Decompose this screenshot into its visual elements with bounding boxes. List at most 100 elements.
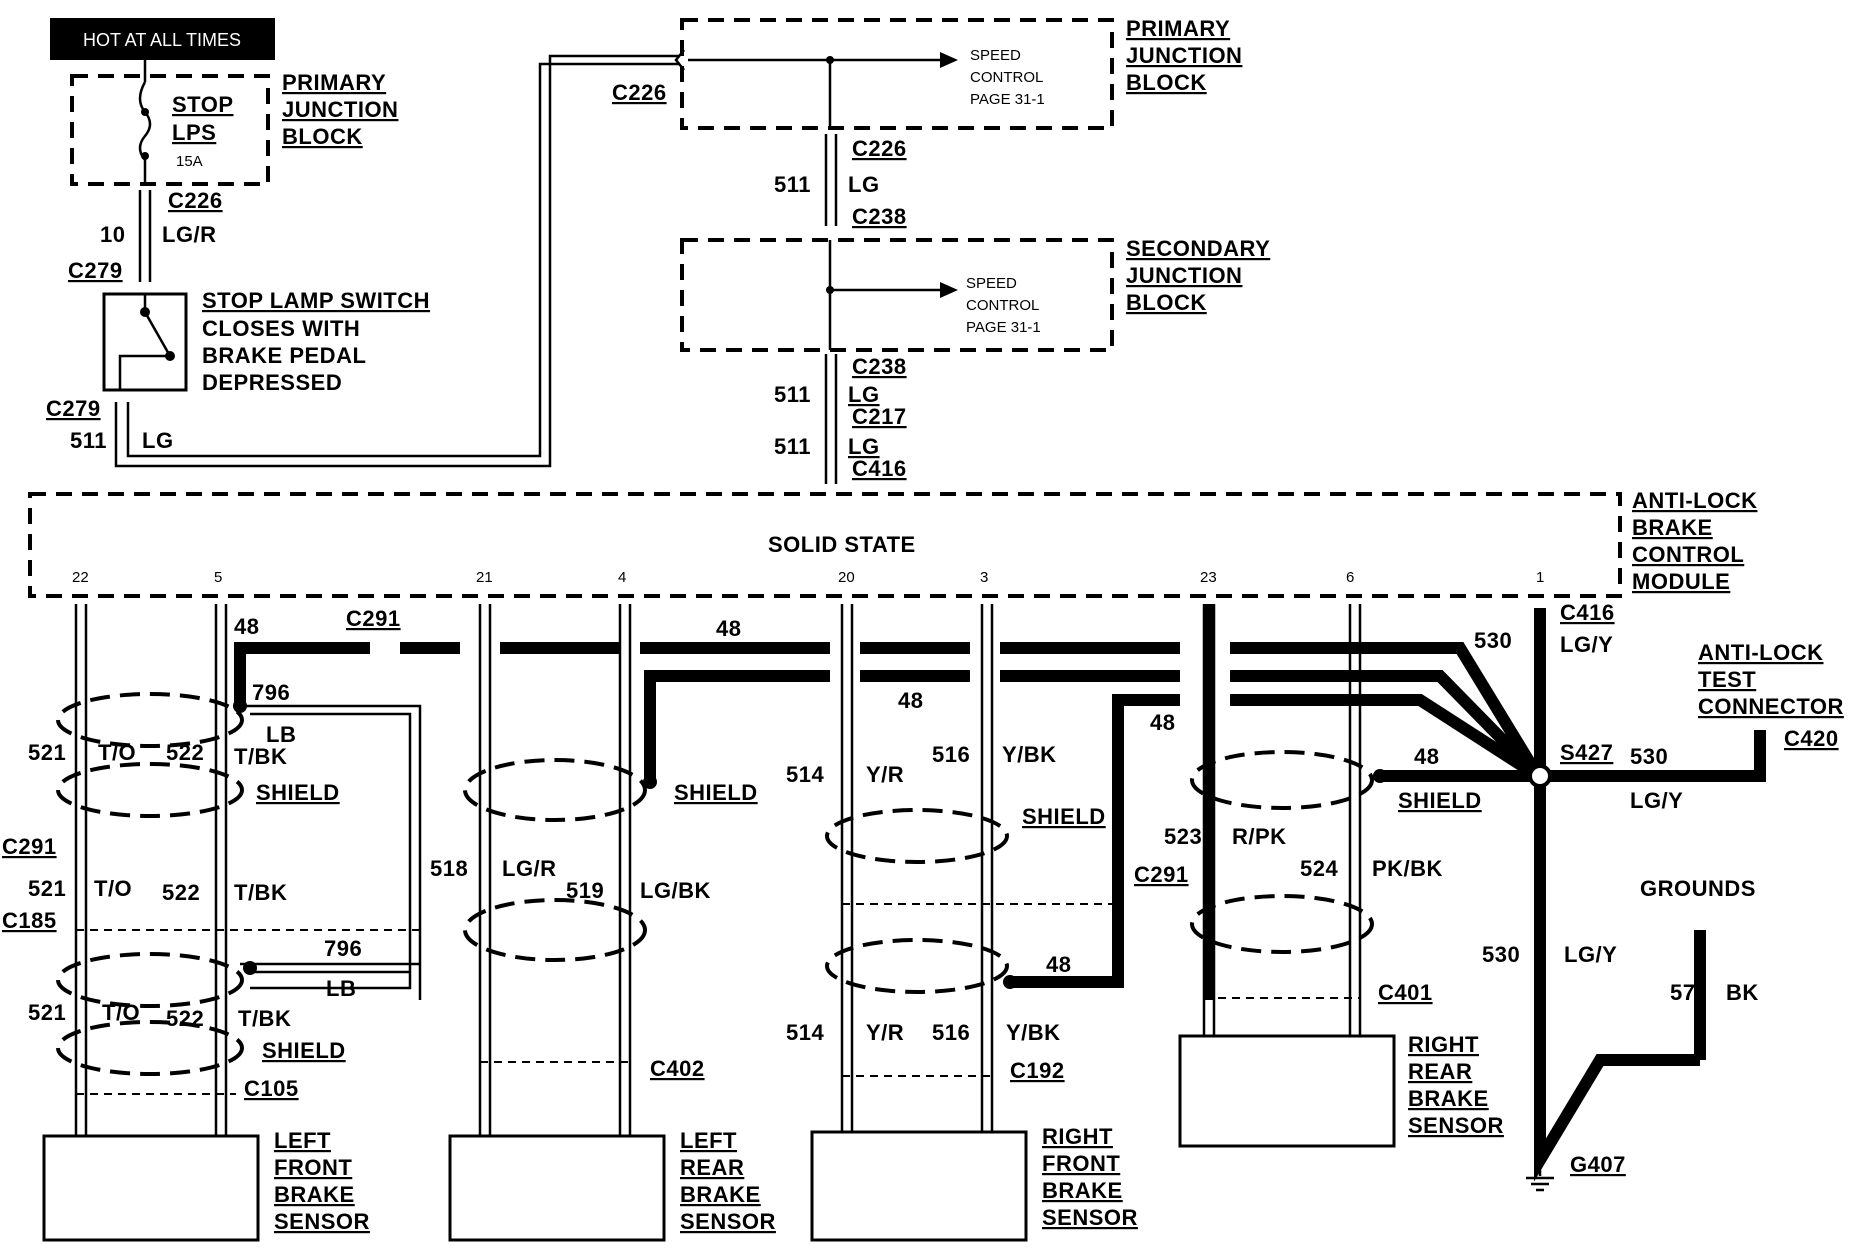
wire-label: RIGHT	[1408, 1032, 1479, 1057]
c238-label-top: C238	[852, 204, 907, 229]
wire-511-label-a: 511	[774, 172, 811, 197]
wire-label: 22	[72, 569, 89, 586]
module-pin-numbers: 22 5 21 4 20 3 23 6 1	[72, 569, 1544, 586]
abs-module-label: ANTI-LOCK BRAKE CONTROL MODULE	[1632, 488, 1757, 594]
primary-junction-block-label-left: PRIMARY JUNCTION BLOCK	[282, 70, 398, 149]
wire-label: CONTROL	[970, 69, 1043, 86]
wire-label: 48	[1150, 710, 1175, 735]
shield-left-front-a	[56, 692, 244, 748]
wire-label: 48	[716, 616, 741, 641]
wire-label: 524	[1300, 856, 1338, 881]
shield-right-rear	[1190, 750, 1374, 810]
wire-lg-label-c: LG	[848, 434, 880, 459]
c192-label: C192	[1010, 1058, 1065, 1083]
wire-label: 519	[566, 878, 604, 903]
wire-label: 516	[932, 1020, 970, 1045]
wire-label: 48	[234, 614, 259, 639]
wire-label: LG/BK	[640, 878, 711, 903]
wire-label: CLOSES WITH	[202, 316, 360, 341]
c226-label-mid: C226	[852, 136, 907, 161]
wire-label: 48	[1046, 952, 1071, 977]
wire-label: 48	[1414, 744, 1439, 769]
wire-label: BRAKE	[274, 1182, 355, 1207]
wire-label: SHIELD	[1022, 804, 1106, 829]
wire-label: JUNCTION	[1126, 43, 1242, 68]
fuse-block-outline	[70, 74, 270, 186]
secondary-junction-block	[680, 238, 1114, 352]
fuse-icon	[138, 60, 152, 186]
primary-junction-block-label-top: PRIMARY JUNCTION BLOCK	[1126, 16, 1242, 95]
wire-label: 6	[1346, 569, 1354, 586]
wire-label: FRONT	[1042, 1151, 1120, 1176]
wire-label: SHIELD	[674, 780, 758, 805]
wire-511-label-c: 511	[774, 434, 811, 459]
wire-label: 4	[618, 569, 626, 586]
wire-511-label-switch: 511	[70, 428, 107, 453]
wire-label: 796	[252, 680, 290, 705]
wire-label: SPEED	[970, 47, 1021, 64]
wire-label: FRONT	[274, 1155, 352, 1180]
s427-label: S427	[1560, 740, 1613, 765]
c185-label: C185	[2, 908, 57, 933]
left-front-sensor-label: LEFT FRONT BRAKE SENSOR	[274, 1128, 369, 1234]
wire-lg-label-a: LG	[848, 172, 880, 197]
wire-label: BLOCK	[282, 124, 363, 149]
wire-label: PRIMARY	[282, 70, 386, 95]
c226-label-top: C226	[612, 80, 667, 105]
wire-label: JUNCTION	[1126, 263, 1242, 288]
shield-right-front	[825, 808, 1009, 864]
wire-label: T/O	[98, 740, 136, 765]
wire-label: TEST	[1698, 667, 1756, 692]
wire-label: Y/BK	[1006, 1020, 1061, 1045]
wire-label: DEPRESSED	[202, 370, 342, 395]
wire-label: 522	[166, 1006, 204, 1031]
wire-label: R/PK	[1232, 824, 1287, 849]
fuse-name-line1: STOP	[172, 92, 234, 117]
right-front-sensor-label: RIGHT FRONT BRAKE SENSOR	[1042, 1124, 1138, 1230]
wire-label: 518	[430, 856, 468, 881]
wire-lg-label-b: LG	[848, 382, 880, 407]
c291-label-left: C291	[2, 834, 57, 859]
wire-label: 20	[838, 569, 855, 586]
wire-label: BLOCK	[1126, 70, 1207, 95]
shield-left-front-b	[56, 952, 244, 1008]
left-front-brake-sensor	[42, 1134, 260, 1242]
wire-label: Y/BK	[1002, 742, 1057, 767]
wire-label: CONTROL	[966, 297, 1039, 314]
c238-label-bottom: C238	[852, 354, 907, 379]
wire-label: 796	[324, 936, 362, 961]
wire-label: JUNCTION	[282, 97, 398, 122]
wire-label: 530	[1474, 628, 1512, 653]
power-banner-text: HOT AT ALL TIMES	[83, 30, 241, 50]
wire-10-label: 10	[100, 222, 125, 247]
abs-control-module	[28, 492, 1622, 598]
wire-label: SHIELD	[262, 1038, 346, 1063]
wire-label: 5	[214, 569, 222, 586]
wire-label: T/BK	[234, 880, 287, 905]
c226-label-left: C226	[168, 188, 223, 213]
c420-label: C420	[1784, 726, 1839, 751]
wire-label: 521	[28, 876, 66, 901]
wire-label: 1	[1536, 569, 1544, 586]
wire-label: LEFT	[274, 1128, 331, 1153]
fuse-name-line2: LPS	[172, 120, 216, 145]
wire-label: SECONDARY	[1126, 236, 1270, 261]
wire-label: LG/Y	[1564, 942, 1617, 967]
right-front-brake-sensor	[810, 1130, 1028, 1242]
c401-label: C401	[1378, 980, 1433, 1005]
wire-label: Y/R	[866, 762, 904, 787]
module-solid-state-label: SOLID STATE	[768, 532, 916, 557]
wire-label: SPEED	[966, 275, 1017, 292]
wire-label: BRAKE	[1632, 515, 1713, 540]
left-rear-sensor-label: LEFT REAR BRAKE SENSOR	[680, 1128, 775, 1234]
wire-label: LG/Y	[1560, 632, 1613, 657]
wire-label: BRAKE PEDAL	[202, 343, 366, 368]
wire-label: SENSOR	[1042, 1205, 1138, 1230]
wire-label: Y/R	[866, 1020, 904, 1045]
wire-label: LG/Y	[1630, 788, 1683, 813]
wire-label: RIGHT	[1042, 1124, 1113, 1149]
wire-label: 523	[1164, 824, 1202, 849]
wire-label: LB	[266, 722, 296, 747]
wire-label: 530	[1482, 942, 1520, 967]
